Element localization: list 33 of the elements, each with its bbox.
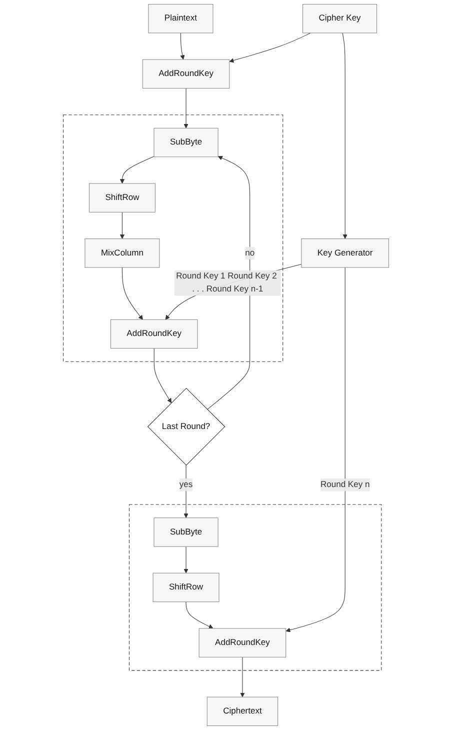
arrow (154, 348, 172, 404)
arrow (186, 602, 214, 629)
edge-label: Round Key 1 Round Key 2 . . . Round Key n-1 (176, 272, 277, 294)
arrow (122, 267, 143, 320)
node-box: Ciphertext (206, 696, 278, 726)
arrow (120, 212, 125, 239)
node-box: Key Generator (301, 238, 389, 268)
node-box: Cipher Key (302, 4, 378, 34)
node-box: SubByte (154, 128, 218, 158)
node-box: Plaintext (148, 4, 214, 34)
cluster (63, 114, 284, 362)
node-box: MixColumn (84, 238, 160, 268)
arrow (120, 156, 154, 184)
node-box: AddRoundKey (198, 628, 286, 658)
arrow (207, 156, 250, 410)
node-box: AddRoundKey (110, 319, 198, 349)
node-box: SubByte (154, 518, 218, 547)
node-diamond: Last Round? (147, 388, 226, 466)
arrow (342, 32, 348, 239)
edge-label: yes (179, 480, 193, 490)
arrow (184, 546, 188, 574)
node-box: ShiftRow (152, 572, 220, 602)
arrow (286, 267, 346, 632)
arrow (180, 32, 185, 60)
arrow (184, 464, 188, 518)
edge-label: Round Key n (320, 480, 370, 490)
node-box: AddRoundKey (142, 59, 230, 89)
arrow (184, 88, 188, 128)
edge-label: no (245, 248, 255, 258)
node-box: ShiftRow (88, 183, 156, 212)
arrow (240, 656, 245, 698)
cluster (128, 504, 382, 671)
arrow (229, 32, 311, 63)
